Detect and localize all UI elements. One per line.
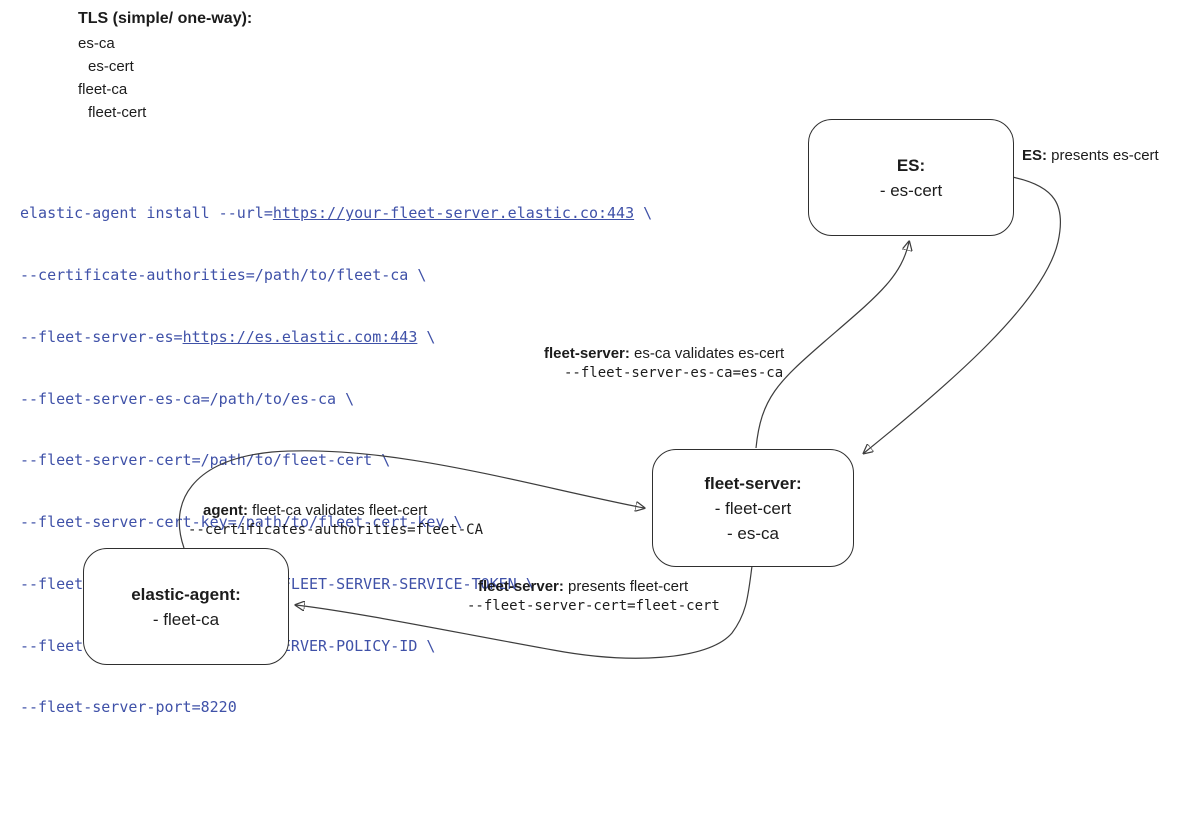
label-rest: fleet-ca validates fleet-cert xyxy=(248,502,428,519)
label-code: --fleet-server-cert=fleet-cert xyxy=(467,598,720,614)
label-text: agent: fleet-ca validates fleet-cert xyxy=(203,501,483,520)
label-text: ES: presents es-cert xyxy=(1022,146,1159,165)
code-line: --fleet-server-port=8220 xyxy=(20,698,237,717)
node-es-title: ES: xyxy=(896,155,926,175)
label-rest: es-ca validates es-cert xyxy=(629,345,785,362)
legend-item-fleet-cert: fleet-cert xyxy=(88,104,147,121)
code-text: --fleet-server-es= xyxy=(20,327,183,346)
edge-fleetserver-validates-arrow xyxy=(755,242,909,449)
label-bold: fleet-server: xyxy=(478,578,564,595)
node-fleet-server-item: - es-ca xyxy=(727,523,779,543)
code-line: elastic-agent install --url=https://your… xyxy=(20,203,652,224)
label-code: --certificates-authorities=fleet-CA xyxy=(188,522,484,538)
node-fleet-server-item: - fleet-cert xyxy=(714,498,792,518)
legend-item-fleet-ca: fleet-ca xyxy=(78,81,128,98)
tls-legend: TLS (simple/ one-way): es-ca es-cert fle… xyxy=(78,7,252,124)
code-line: --fleet-server-es=https://es.elastic.com… xyxy=(20,327,652,348)
node-fleet-server: fleet-server: - fleet-cert - es-ca xyxy=(652,449,854,567)
code-line: --fleet-server-es-ca=/path/to/es-ca \ xyxy=(20,389,355,408)
label-bold: agent: xyxy=(203,502,248,519)
node-elastic-agent-item: - fleet-ca xyxy=(152,609,220,629)
node-es: ES: - es-cert xyxy=(808,119,1014,236)
label-text: fleet-server: presents fleet-cert xyxy=(478,577,720,596)
label-bold: fleet-server: xyxy=(544,345,630,362)
label-text: fleet-server: es-ca validates es-cert xyxy=(544,344,784,363)
label-bold: ES: xyxy=(1022,147,1048,164)
node-es-item: - es-cert xyxy=(879,180,943,200)
label-agent-validates: agent: fleet-ca validates fleet-cert --c… xyxy=(188,501,483,540)
edge-es-presents-arrow xyxy=(864,176,1062,453)
node-elastic-agent: elastic-agent: - fleet-ca xyxy=(83,548,289,665)
es-url-link[interactable]: https://es.elastic.com:443 xyxy=(182,327,418,346)
code-text: elastic-agent install --url= xyxy=(20,204,273,223)
label-rest: presents fleet-cert xyxy=(563,578,689,595)
label-fleetserver-presents: fleet-server: presents fleet-cert --flee… xyxy=(467,577,720,616)
edge-fleetserver-presents-arrow xyxy=(296,565,753,659)
label-rest: presents es-cert xyxy=(1047,147,1159,164)
edge-agent-validates-arrow xyxy=(178,450,644,549)
code-text: \ xyxy=(417,327,436,346)
code-line: --fleet-server-cert=/path/to/fleet-cert … xyxy=(20,451,391,470)
code-text: \ xyxy=(634,204,653,223)
node-fleet-server-title: fleet-server: xyxy=(704,473,802,493)
label-fleetserver-validates: fleet-server: es-ca validates es-cert --… xyxy=(544,344,784,383)
label-code: --fleet-server-es-ca=es-ca xyxy=(564,365,784,381)
code-line: --certificate-authorities=/path/to/fleet… xyxy=(20,265,427,284)
legend-item-es-ca: es-ca xyxy=(78,35,115,52)
node-elastic-agent-title: elastic-agent: xyxy=(131,584,241,604)
fleet-server-url-link[interactable]: https://your-fleet-server.elastic.co:443 xyxy=(272,204,635,223)
legend-title: TLS (simple/ one-way): xyxy=(78,10,253,27)
legend-item-es-cert: es-cert xyxy=(88,58,134,75)
code-line: --fleet-server-cert-key=/path/to/fleet-c… xyxy=(20,513,463,532)
label-es-presents: ES: presents es-cert xyxy=(1022,146,1159,165)
